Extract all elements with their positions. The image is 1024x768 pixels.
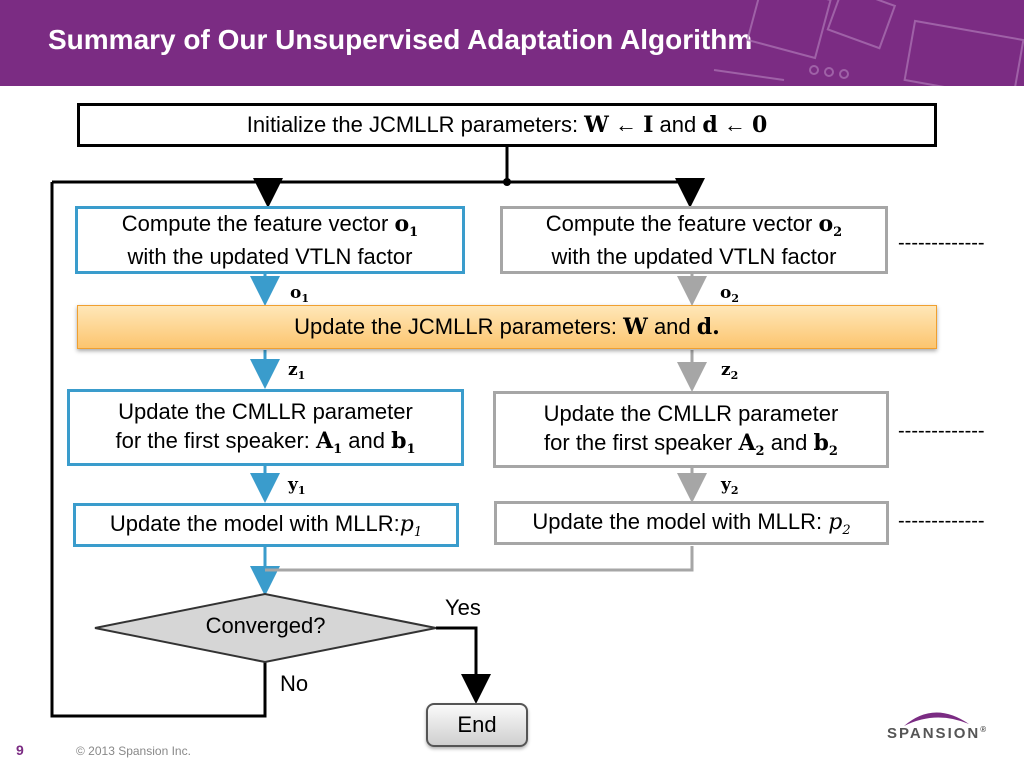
continuation-dashes-2: -------------	[898, 420, 985, 442]
cmllr2-b-symbol: b	[813, 429, 829, 456]
init-text: Initialize the JCMLLR parameters:	[246, 112, 585, 137]
copyright-text: © 2013 Spansion Inc.	[76, 744, 191, 758]
feature1-symbol: o	[394, 211, 410, 237]
jcmllr-w-symbol: W	[623, 314, 648, 340]
feature-box-2: Compute the feature vector o2 with the u…	[500, 206, 888, 274]
cmllr1-line2: for the first speaker:	[115, 427, 317, 453]
slide-title: Summary of Our Unsupervised Adaptation A…	[48, 24, 753, 55]
edge-label-z1: z1	[288, 360, 306, 382]
edge-label-y1: y1	[288, 475, 306, 497]
feature2-subscript: 2	[833, 225, 843, 240]
right-column-arrows	[265, 274, 707, 572]
cmllr2-line1: Update the CMLLR parameter	[543, 400, 839, 426]
jcmllr-update-box: Update the JCMLLR parameters: W and d.	[77, 305, 937, 349]
model2-text: Update the model with MLLR:	[532, 508, 829, 534]
model2-p-symbol: p	[828, 509, 843, 535]
edge-label-z2: z2	[721, 360, 739, 382]
decision-diamond	[94, 592, 437, 664]
cmllr2-a-symbol: A	[738, 429, 756, 456]
init-arrow-1: ←	[608, 112, 644, 137]
cmllr1-line1: Update the CMLLR parameter	[118, 398, 413, 424]
page-number: 9	[16, 742, 24, 758]
junction-dot	[503, 178, 511, 186]
cmllr1-a-symbol: A	[316, 427, 334, 454]
spansion-logo-icon	[904, 712, 969, 726]
edge-label-y2: y2	[721, 475, 739, 497]
init-arrow-2: ←	[717, 112, 752, 137]
cmllr-box-1: Update the CMLLR parameter for the first…	[67, 389, 464, 466]
edge-label-o2: o2	[720, 283, 739, 305]
feature1-subscript: 1	[409, 225, 419, 240]
cmllr2-line2: for the first speaker	[544, 429, 739, 455]
end-terminal: End	[426, 703, 528, 747]
feature2-symbol: o	[818, 211, 834, 237]
init-and: and	[653, 112, 703, 137]
cmllr1-b-symbol: b	[391, 427, 407, 454]
feature2-line1: Compute the feature vector	[545, 211, 819, 236]
model1-text: Update the model with MLLR:	[109, 510, 400, 536]
continuation-dashes-1: -------------	[898, 232, 985, 254]
model-box-1: Update the model with MLLR:p1	[73, 503, 459, 547]
jcmllr-d-symbol: d.	[696, 314, 720, 340]
init-d-symbol: d	[702, 112, 718, 138]
cmllr-box-2: Update the CMLLR parameter for the first…	[493, 391, 889, 468]
decision-no-label: No	[280, 671, 309, 696]
model1-p-symbol: p	[399, 511, 414, 537]
feature-box-1: Compute the feature vector o1 with the u…	[75, 206, 465, 274]
jcmllr-and: and	[647, 314, 697, 339]
feature2-line2: with the updated VTLN factor	[551, 244, 837, 269]
init-zero-symbol: 0	[751, 112, 768, 138]
continuation-dashes-3: -------------	[898, 510, 985, 532]
loop-connector	[50, 146, 705, 718]
spansion-logo-text: SPANSION®	[887, 725, 987, 742]
edge-label-o1: o1	[290, 283, 309, 305]
feature1-line2: with the updated VTLN factor	[127, 244, 413, 269]
jcmllr-text: Update the JCMLLR parameters:	[294, 314, 624, 339]
decision-yes-label: Yes	[445, 595, 481, 620]
header-bar: Summary of Our Unsupervised Adaptation A…	[0, 0, 1024, 86]
decision-label: Converged?	[205, 613, 326, 638]
init-w-symbol: W	[584, 112, 609, 138]
model-box-2: Update the model with MLLR: p2	[494, 501, 889, 545]
circuit-decoration-icon	[713, 0, 1024, 86]
feature1-line1: Compute the feature vector	[121, 211, 395, 236]
init-box: Initialize the JCMLLR parameters: W ← I …	[77, 103, 937, 147]
init-i-symbol: I	[643, 112, 654, 138]
